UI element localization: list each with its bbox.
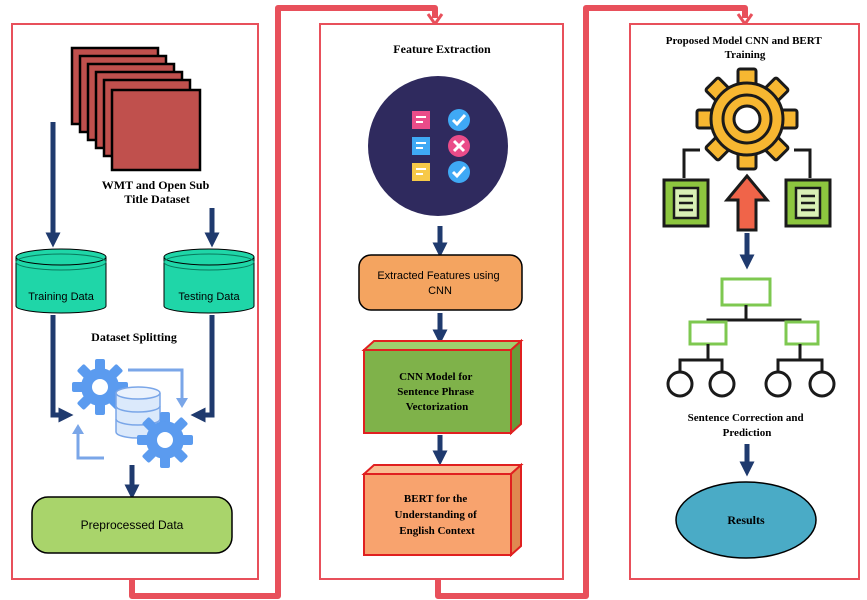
svg-text:Proposed Model CNN and BERT: Proposed Model CNN and BERT Training [666,35,824,61]
svg-text:WMT and Open Sub Title Dat: WMT and Open Sub Title Dataset [102,178,213,206]
results-ellipse [675,481,817,559]
bert-line1: BERT for the [404,493,467,505]
panel-connector-lines [129,5,748,599]
gear-links [682,148,812,178]
extracted-features-line2: CNN [428,285,452,297]
cnn-model-box [361,338,524,436]
testing-data-cylinder [163,248,255,314]
arrow-up-icon [723,173,771,232]
training-data-label: Training Data [28,291,95,303]
hierarchy-tree-icon [666,277,836,398]
bert-line3: English Context [399,525,475,537]
preprocessed-data-box [31,496,233,554]
gear-icon [695,67,799,171]
checklist-icon [368,76,508,216]
sentence-correction-line2: Prediction [723,427,772,439]
sentence-correction-line1: Sentence Correction and [688,412,804,424]
dataset-splitting-icon [72,359,193,468]
svg-text:Sentence Correction and Pr: Sentence Correction and Prediction [688,412,807,439]
bert-line2: Understanding of [395,509,478,521]
merge-arrows [50,315,215,500]
svg-text:CNN Model for Sentence Phr: CNN Model for Sentence Phrase Vectorizat… [397,371,476,413]
dataset-splitting-label: Dataset Splitting [91,330,177,344]
preprocessed-data-label: Preprocessed Data [81,518,184,532]
dataset-title-line1: WMT and Open Sub [102,178,210,192]
cnn-model-line3: Vectorization [406,401,469,413]
svg-text:BERT for the Understanding: BERT for the Understanding of English Co… [395,493,480,537]
document-icon [784,178,832,228]
extracted-features-box [358,254,523,311]
proposed-model-title-line2: Training [725,49,766,61]
cnn-model-line2: Sentence Phrase [397,386,474,398]
cnn-model-line1: CNN Model for [399,371,472,383]
results-label: Results [727,513,765,527]
document-stack-icon [70,46,202,172]
document-icon [662,178,710,228]
gear-icon [137,412,193,468]
bert-box [361,462,524,558]
gear-icon [72,359,128,415]
extracted-features-line1: Extracted Features using [377,270,499,282]
dataset-title-line2: Title Dataset [124,192,189,206]
proposed-model-title-line1: Proposed Model CNN and BERT [666,35,823,47]
training-data-cylinder [15,248,107,314]
feature-extraction-title: Feature Extraction [393,42,491,56]
testing-data-label: Testing Data [178,291,240,303]
split-arrows [45,122,220,248]
svg-text:Extracted Features using C: Extracted Features using CNN [377,270,502,297]
